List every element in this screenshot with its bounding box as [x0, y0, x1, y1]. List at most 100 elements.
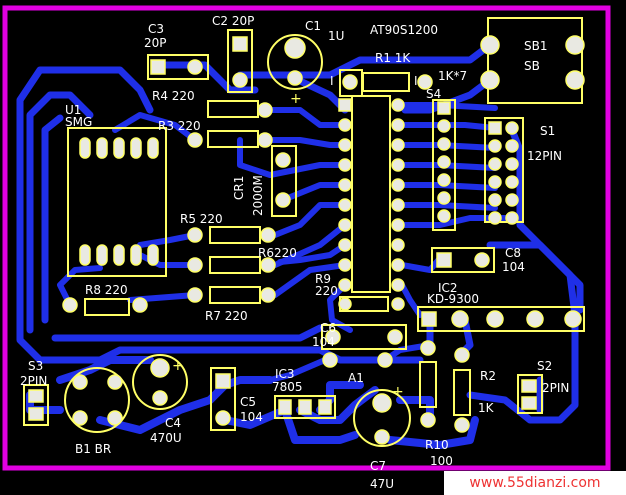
pad [505, 157, 519, 171]
label-s2-value: 2PIN [542, 381, 569, 395]
pad [187, 59, 203, 75]
pad [387, 329, 403, 345]
pad [130, 244, 142, 266]
pad [28, 407, 44, 421]
pad [437, 119, 451, 133]
pad [564, 310, 582, 328]
label-r8: R8 220 [85, 283, 128, 297]
pad [113, 244, 125, 266]
label-r2: R2 [480, 369, 496, 383]
pad [338, 138, 352, 152]
s4-pins [437, 101, 451, 223]
pad [391, 158, 405, 172]
label-ic2: IC2 [438, 281, 458, 295]
label-rn: 1K*7 [438, 69, 467, 83]
pad [257, 132, 273, 148]
pad [391, 98, 405, 112]
label-c3: C3 [148, 22, 164, 36]
pad [260, 287, 276, 303]
ic3-outline [274, 395, 336, 419]
pad [417, 74, 433, 90]
label-r9-value: 220 [315, 284, 338, 298]
sb1-outline [487, 17, 583, 104]
pad [521, 379, 537, 393]
pad [107, 374, 123, 390]
pad [318, 399, 332, 415]
label-s1-value: 12PIN [527, 149, 562, 163]
r8-outline [84, 298, 130, 316]
pad [391, 178, 405, 192]
label-sb1: SB1 [524, 39, 547, 53]
pads [28, 35, 585, 445]
u1-outline [67, 127, 167, 277]
label-cr1: CR1 [232, 176, 246, 200]
label-ic2-value: KD-9300 [427, 292, 479, 306]
pad [437, 137, 451, 151]
label-c5: C5 [240, 395, 256, 409]
b1-outline [64, 367, 130, 433]
pad [437, 191, 451, 205]
label-ic3: IC3 [275, 367, 295, 381]
label-r9: R9 [315, 272, 331, 286]
label-r3: R3 220 [158, 119, 201, 133]
watermark-text: www.55dianzi.com [469, 475, 601, 491]
pad [275, 192, 291, 208]
c5-outline [210, 367, 236, 431]
pad [338, 118, 352, 132]
label-r1: R1 1K [375, 51, 411, 65]
pad [96, 244, 108, 266]
pad [437, 209, 451, 223]
pad [107, 410, 123, 426]
label-s1: S1 [540, 124, 555, 138]
pad [187, 287, 203, 303]
pad [215, 373, 231, 389]
pad [338, 278, 352, 292]
s4-outline [432, 99, 456, 231]
pad [480, 70, 500, 90]
silkscreen [23, 17, 585, 447]
pad [420, 412, 436, 428]
pad [437, 173, 451, 187]
pad [391, 138, 405, 152]
pad [187, 257, 203, 273]
r10-outline [419, 361, 437, 408]
c7-outline [353, 389, 411, 447]
label-c4-value: 470U [150, 431, 182, 445]
label-a1: A1 [348, 371, 364, 385]
pad [338, 158, 352, 172]
pad [391, 258, 405, 272]
pad [338, 258, 352, 272]
s2-outline [517, 374, 543, 414]
r5-outline [209, 226, 261, 244]
pad [260, 257, 276, 273]
c7-plus-mark: + [392, 384, 404, 400]
c2-outline [227, 29, 253, 93]
pad [79, 244, 91, 266]
pad [436, 252, 452, 268]
label-c6: C6 [320, 321, 336, 335]
label-r7: R7 220 [205, 309, 248, 323]
r6-outline [209, 256, 261, 274]
u1-pins [79, 137, 159, 266]
pad [96, 137, 108, 159]
s1-outline [484, 117, 524, 223]
pad [325, 329, 341, 345]
pad [260, 227, 276, 243]
r1-outline [362, 72, 410, 92]
pad [79, 137, 91, 159]
pad [565, 70, 585, 90]
r4-outline [207, 100, 259, 118]
label-i-right: I [414, 74, 418, 88]
site-watermark[interactable]: www.55dianzi.com [444, 471, 626, 495]
pad [374, 429, 390, 445]
label-c7-value: 47U [370, 477, 394, 491]
label-c2: C2 20P [212, 14, 254, 28]
s3-outline [23, 384, 49, 426]
pad [215, 410, 231, 426]
label-c6-value: 104 [312, 335, 335, 349]
c1-plus-mark: + [290, 91, 302, 107]
label-c1: C1 [305, 19, 321, 33]
pad [322, 352, 338, 368]
label-u1-value: SMG [65, 115, 92, 129]
